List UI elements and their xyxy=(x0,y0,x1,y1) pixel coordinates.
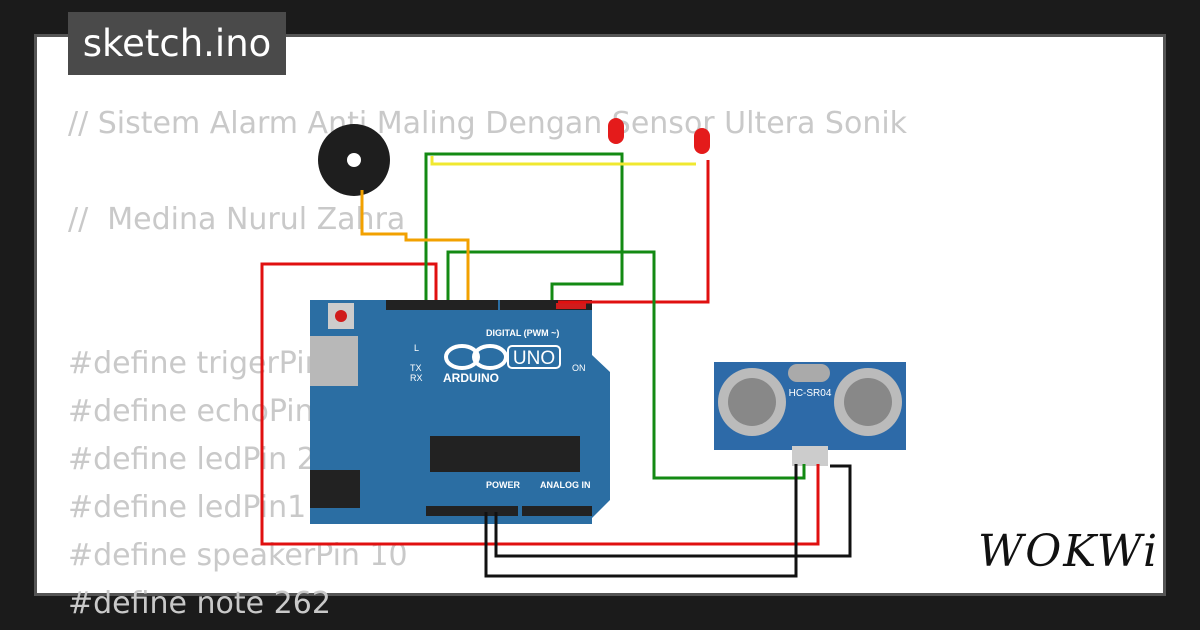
digital-header-right xyxy=(500,300,592,310)
buzzer[interactable] xyxy=(318,124,390,196)
wire-green xyxy=(424,152,624,300)
analog-label: ANALOG IN xyxy=(540,480,591,490)
power-header xyxy=(426,506,518,516)
wokwi-logo: WOKWi xyxy=(978,526,1160,577)
analog-header xyxy=(522,506,592,516)
digital-header-left xyxy=(386,300,498,310)
code-line: #define ledPin1 xyxy=(68,490,307,525)
code-line: #define note 262 xyxy=(68,586,331,621)
brand-label: ARDUINO xyxy=(443,371,499,385)
arduino-board[interactable]: UNO ARDUINO DIGITAL (PWM ~) ANALOG IN PO… xyxy=(310,300,610,524)
wire-orange xyxy=(360,190,470,300)
microcontroller-chip xyxy=(430,436,580,472)
wire-black xyxy=(494,464,852,558)
power-jack xyxy=(310,470,360,508)
wires xyxy=(260,152,852,578)
led-red-1[interactable] xyxy=(608,118,624,144)
wire-red xyxy=(558,160,710,304)
code-line: #define ledPin 2 xyxy=(68,442,316,477)
ultrasonic-sensor[interactable]: HC-SR04 xyxy=(714,362,906,466)
power-label: POWER xyxy=(486,480,521,490)
wire-black xyxy=(484,464,798,578)
model-label: UNO xyxy=(513,348,555,369)
on-label: ON xyxy=(572,363,586,373)
rx-label: RX xyxy=(410,373,423,383)
digital-label: DIGITAL (PWM ~) xyxy=(486,328,559,338)
led-red-2[interactable] xyxy=(694,128,710,154)
sensor-label: HC-SR04 xyxy=(789,388,832,399)
usb-port xyxy=(310,336,358,386)
file-tab[interactable]: sketch.ino xyxy=(68,12,286,75)
tx-label: TX xyxy=(410,363,422,373)
arduino-logo xyxy=(444,344,508,370)
wire-red xyxy=(260,262,820,546)
wire-yellow xyxy=(430,156,696,166)
code-line: #define echoPin 3 xyxy=(68,394,343,429)
l-label: L xyxy=(414,343,419,353)
wire-green xyxy=(446,250,806,480)
